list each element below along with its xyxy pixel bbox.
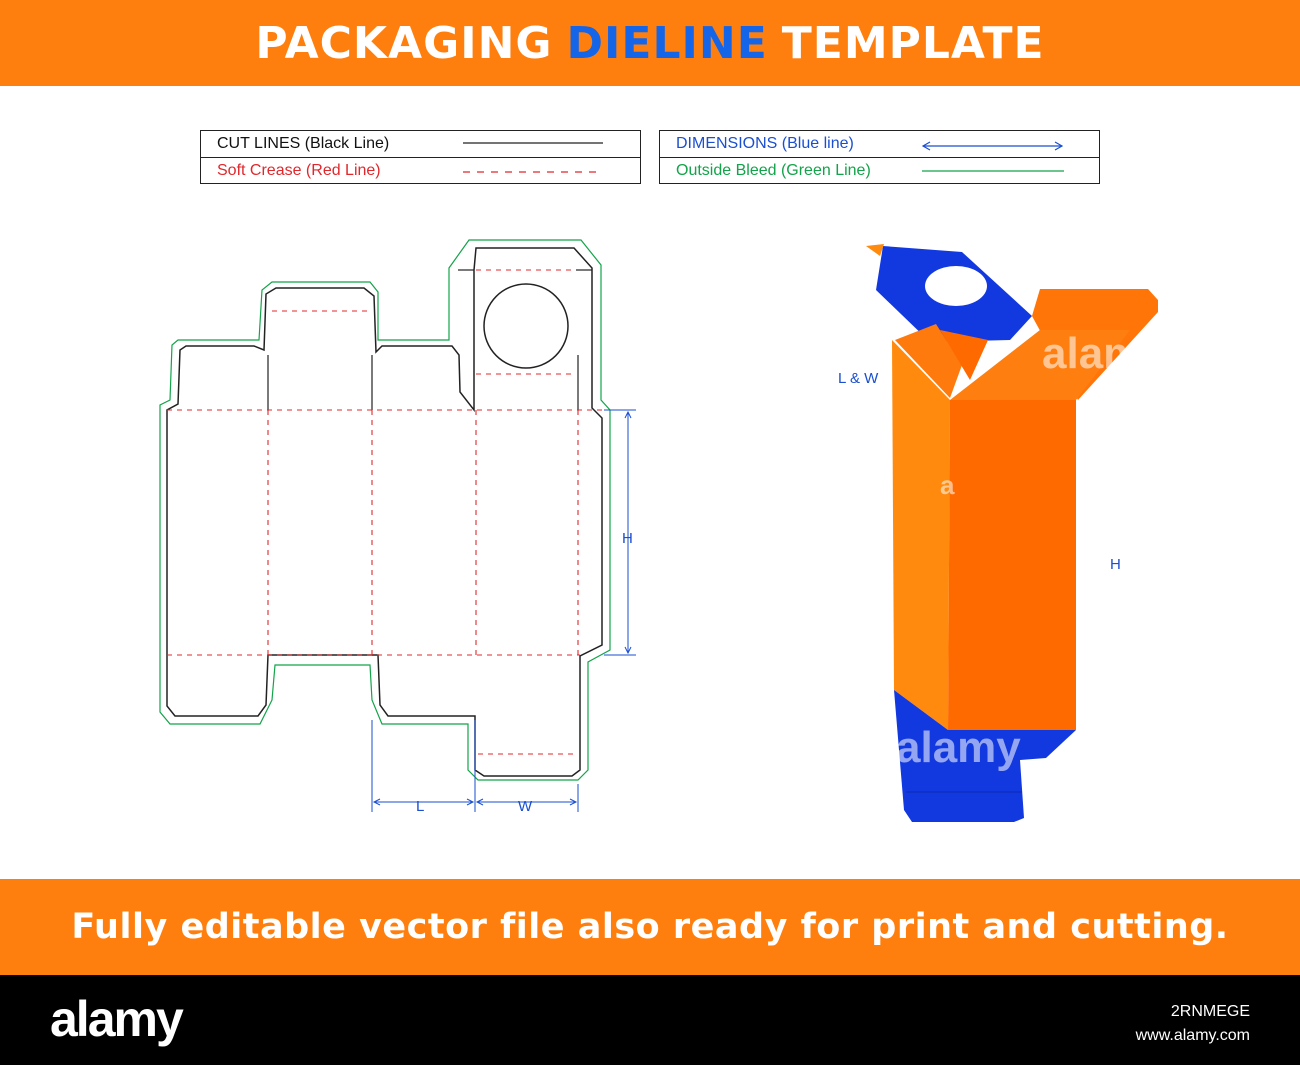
window-cutout-circle	[483, 283, 569, 369]
legend-cut-lines: CUT LINES (Black Line)	[201, 131, 640, 157]
box-mockup	[866, 244, 1158, 822]
stock-logo: alamy	[50, 991, 184, 1047]
dimension-length-label: L	[416, 798, 424, 815]
mockup-bottom-blue-flap	[894, 690, 1030, 822]
mockup-front-face	[948, 400, 1076, 730]
legend-left: CUT LINES (Black Line) Soft Crease (Red …	[200, 130, 641, 184]
header-banner: PACKAGING DIELINE TEMPLATE	[0, 0, 1300, 86]
watermark-text: alamy	[1042, 329, 1167, 378]
stock-info: 2RNMEGE www.alamy.com	[1136, 1000, 1250, 1048]
crease-line-sample-icon	[463, 171, 603, 173]
mockup-left-face	[892, 340, 950, 730]
dieline-diagram: H L W L & W H alamy alam	[159, 239, 1167, 822]
legend-right: DIMENSIONS (Blue line) Outside Bleed (Gr…	[659, 130, 1100, 184]
legend-outside-bleed: Outside Bleed (Green Line)	[660, 157, 1099, 184]
dimension-arrow-icon	[921, 141, 1064, 151]
legend-soft-crease-label: Soft Crease (Red Line)	[217, 162, 381, 179]
mockup-window-ellipse	[925, 266, 987, 306]
watermark-text: alamy	[896, 723, 1021, 772]
stock-site: www.alamy.com	[1135, 1027, 1250, 1044]
outside-bleed-outline	[159, 239, 611, 781]
watermark-letter: a	[940, 470, 955, 500]
cut-line-outline	[166, 247, 603, 777]
footer-banner: Fully editable vector file also ready fo…	[0, 879, 1300, 975]
stock-bottom-bar	[0, 975, 1300, 1065]
dimension-length-width	[371, 720, 579, 812]
cut-line-sample-icon	[463, 142, 603, 144]
dimension-width-label: W	[518, 798, 533, 815]
header-title-part2: TEMPLATE	[781, 17, 1045, 69]
mockup-h-label: H	[1110, 556, 1121, 573]
dimension-height-label: H	[622, 530, 633, 547]
footer-text: Fully editable vector file also ready fo…	[71, 907, 1229, 947]
legend-dimensions: DIMENSIONS (Blue line)	[660, 131, 1099, 157]
legend-dimensions-label: DIMENSIONS (Blue line)	[676, 135, 854, 152]
mockup-lw-label: L & W	[838, 370, 879, 387]
legend-outside-bleed-label: Outside Bleed (Green Line)	[676, 162, 871, 179]
legend-soft-crease: Soft Crease (Red Line)	[201, 157, 640, 184]
header-title-accent: DIELINE	[566, 17, 768, 69]
stock-image-id: 2RNMEGE	[1170, 1003, 1250, 1020]
bleed-line-sample-icon	[922, 170, 1064, 172]
dimension-height	[604, 409, 636, 656]
soft-crease-lines	[167, 269, 602, 755]
legend-cut-lines-label: CUT LINES (Black Line)	[217, 135, 390, 152]
header-title-part1: PACKAGING	[255, 17, 553, 69]
